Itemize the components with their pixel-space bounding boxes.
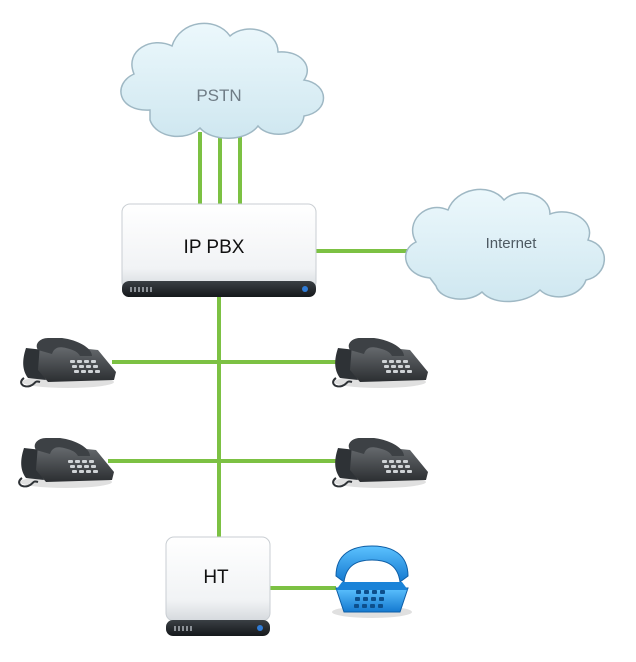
cloud-icon <box>120 22 325 139</box>
internet-cloud: Internet <box>405 188 606 303</box>
internet-label: Internet <box>486 235 538 252</box>
ht-label: HT <box>203 567 229 588</box>
desk-phone-icon <box>20 337 117 389</box>
desk-phone-icon <box>18 437 115 489</box>
pstn-cloud: PSTN <box>120 22 325 139</box>
ip-pbx-device: IP PBX <box>121 203 317 297</box>
cloud-icon <box>405 188 606 303</box>
ip-pbx-label: IP PBX <box>184 237 245 258</box>
ht-device: HT <box>165 536 271 636</box>
connection-lines <box>108 132 410 590</box>
desk-phone-icon <box>332 337 429 389</box>
desk-phone-icon <box>332 437 429 489</box>
pstn-label: PSTN <box>196 86 241 105</box>
server-icon <box>121 203 317 297</box>
server-icon <box>165 536 271 636</box>
rotary-phone-icon <box>332 545 412 618</box>
